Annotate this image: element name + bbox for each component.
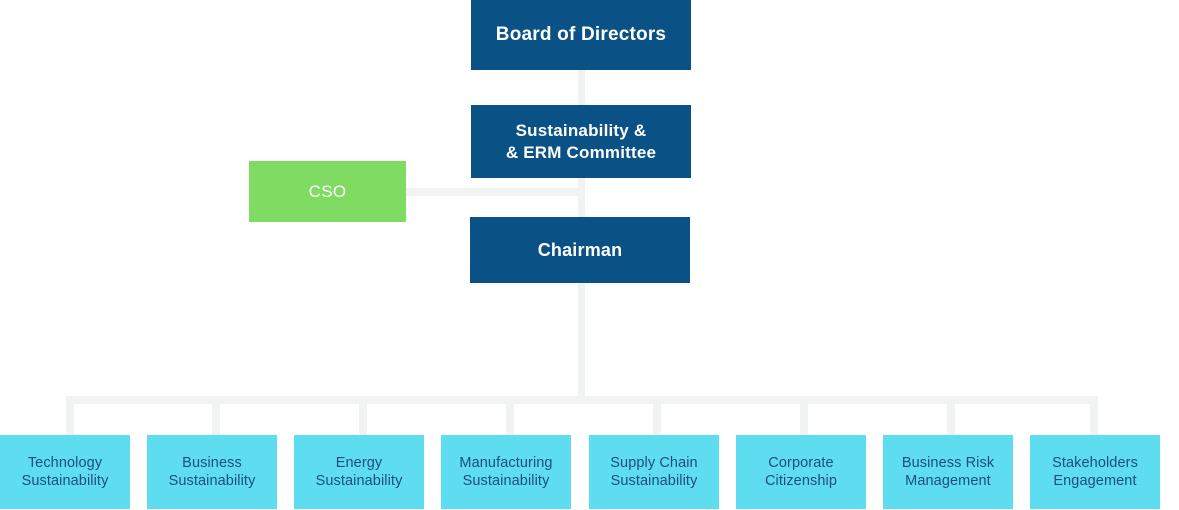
node-cso-label: CSO	[308, 181, 347, 201]
node-manufacturing-sustainability-label: Manufacturing Sustainability	[459, 454, 553, 489]
connector-horizontal-bus	[66, 396, 1098, 404]
node-supply-chain-sustainability-label: Supply Chain Sustainability	[610, 454, 698, 489]
node-corporate-citizenship[interactable]: Corporate Citizenship	[736, 435, 866, 509]
node-energy-sustainability[interactable]: Energy Sustainability	[294, 435, 424, 509]
connector-drop-1	[66, 396, 74, 436]
connector-drop-4	[506, 396, 514, 436]
node-technology-sustainability-label: Technology Sustainability	[21, 454, 109, 489]
connector-drop-6	[800, 396, 808, 436]
node-sustainability-erm-committee[interactable]: Sustainability & & ERM Committee	[471, 105, 691, 178]
connector-board-to-committee	[578, 70, 585, 105]
node-cso[interactable]: CSO	[249, 161, 406, 222]
connector-drop-3	[359, 396, 367, 436]
node-board-of-directors[interactable]: Board of Directors	[471, 0, 691, 70]
node-stakeholders-engagement-label: Stakeholders Engagement	[1052, 454, 1138, 489]
connector-drop-7	[947, 396, 955, 436]
connector-drop-2	[212, 396, 220, 436]
node-energy-sustainability-label: Energy Sustainability	[315, 454, 403, 489]
node-chairman[interactable]: Chairman	[470, 217, 690, 283]
node-business-risk-management-label: Business Risk Management	[901, 454, 995, 489]
node-stakeholders-engagement[interactable]: Stakeholders Engagement	[1030, 435, 1160, 509]
node-business-risk-management[interactable]: Business Risk Management	[883, 435, 1013, 509]
connector-committee-to-chairman	[578, 178, 585, 217]
node-supply-chain-sustainability[interactable]: Supply Chain Sustainability	[589, 435, 719, 509]
connector-drop-5	[653, 396, 661, 436]
connector-cso-to-trunk	[406, 188, 584, 196]
node-corporate-citizenship-label: Corporate Citizenship	[764, 454, 838, 489]
node-board-of-directors-label: Board of Directors	[495, 23, 667, 45]
node-business-sustainability-label: Business Sustainability	[168, 454, 256, 489]
node-technology-sustainability[interactable]: Technology Sustainability	[0, 435, 130, 509]
node-manufacturing-sustainability[interactable]: Manufacturing Sustainability	[441, 435, 571, 509]
node-business-sustainability[interactable]: Business Sustainability	[147, 435, 277, 509]
connector-chairman-to-bus	[578, 283, 585, 400]
node-sustainability-erm-committee-label: Sustainability & & ERM Committee	[505, 120, 657, 162]
connector-drop-8	[1090, 396, 1098, 436]
node-chairman-label: Chairman	[537, 239, 623, 260]
